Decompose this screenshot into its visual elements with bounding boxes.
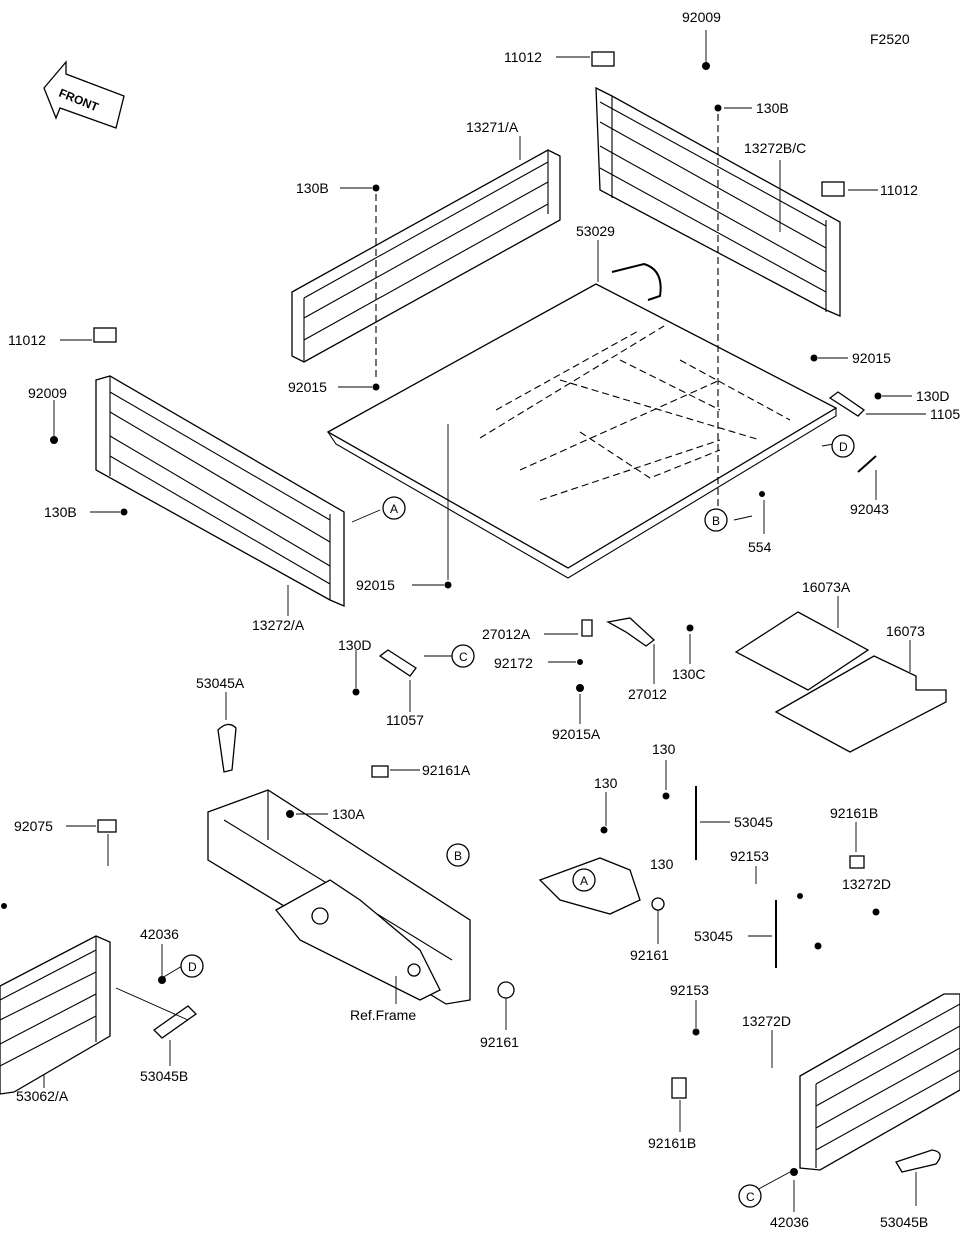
svg-text:A: A: [390, 502, 398, 516]
label-11057-left: 11057: [386, 712, 424, 728]
svg-text:D: D: [839, 440, 848, 454]
callout-a-frame: A: [572, 868, 596, 892]
callout-b-main: B: [704, 508, 728, 532]
label-130b-left: 130B: [296, 180, 329, 196]
hinge-11057-left: [378, 649, 417, 677]
label-130b-top: 130B: [756, 100, 789, 116]
label-130d-right: 130D: [916, 388, 949, 404]
label-130d-left: 130D: [338, 637, 371, 653]
latch-53045a: [217, 723, 237, 773]
label-92161b-low: 92161B: [648, 1135, 696, 1151]
svg-text:B: B: [454, 849, 462, 863]
side-panel-13271a: [291, 149, 561, 363]
bracket-27012: [606, 617, 656, 647]
label-13272-a: 13272/A: [252, 617, 305, 633]
label-13272d: 13272D: [742, 1013, 791, 1029]
label-ref-frame: Ref.Frame: [350, 1007, 416, 1023]
label-11012-right: 11012: [880, 182, 918, 198]
label-92015-right: 92015: [852, 350, 891, 366]
latch-53045b-left: [152, 1005, 198, 1039]
latch-53045b-right: [895, 1149, 941, 1173]
frame-ref: [207, 789, 641, 1005]
part-labels: 92009 11012 130B 13272B/C 11012 13271/A …: [8, 9, 960, 1230]
label-92015-mid: 92015: [288, 379, 327, 395]
label-53045-mid: 53045: [694, 928, 733, 944]
leader-lines-upper: [53, 30, 926, 1199]
label-130b-lower: 130B: [44, 504, 77, 520]
label-27012: 27012: [628, 686, 667, 702]
callout-d-main: D: [831, 434, 855, 458]
label-53045b-right: 53045B: [880, 1214, 928, 1230]
svg-text:D: D: [188, 960, 197, 974]
plug-92161-low: [497, 981, 515, 999]
label-92161b-top: 92161B: [830, 805, 878, 821]
hinge-11057-right: [828, 391, 866, 417]
front-arrow-icon: FRONT: [43, 60, 125, 129]
label-130-a: 130: [652, 741, 676, 757]
svg-text:C: C: [746, 1190, 755, 1204]
label-13271-a: 13271/A: [466, 119, 519, 135]
plug-92161b: [849, 855, 865, 869]
mat-16073a: [734, 611, 870, 691]
bed-floor-53029: [326, 262, 838, 579]
label-130-b: 130: [594, 775, 618, 791]
label-92172: 92172: [494, 655, 533, 671]
svg-text:A: A: [580, 874, 588, 888]
label-92161a: 92161A: [422, 762, 471, 778]
label-554: 554: [748, 539, 772, 555]
label-27012a: 27012A: [482, 626, 531, 642]
figure-code: F2520: [870, 31, 910, 47]
plug-92161a: [371, 765, 389, 778]
label-16073: 16073: [886, 623, 925, 639]
label-92153-top: 92153: [730, 848, 769, 864]
label-92009-left: 92009: [28, 385, 67, 401]
label-13272d-frag: 13272D: [842, 876, 891, 892]
label-42036-left: 42036: [140, 926, 179, 942]
callout-d-low: D: [180, 954, 204, 978]
gate-53062a: [0, 819, 117, 1095]
fasteners-upper: [50, 62, 882, 696]
label-92161-mid: 92161: [630, 947, 669, 963]
mat-16073: [774, 655, 947, 753]
label-11012-left: 11012: [8, 332, 46, 348]
label-53062-a: 53062/A: [16, 1088, 69, 1104]
label-53029: 53029: [576, 223, 615, 239]
pin-92043: [857, 455, 877, 473]
plug-92161-mid: [651, 897, 665, 911]
label-16073a: 16073A: [802, 579, 851, 595]
fasteners-lower: [1, 792, 880, 1176]
callout-a-main: A: [382, 496, 406, 520]
label-92153-low: 92153: [670, 982, 709, 998]
callout-c-main: C: [451, 644, 475, 668]
bracket-27012a: [581, 619, 593, 637]
label-92009-top: 92009: [682, 9, 721, 25]
label-42036-low: 42036: [770, 1214, 809, 1230]
label-92043: 92043: [850, 501, 889, 517]
label-92015-low: 92015: [356, 577, 395, 593]
label-53045-top: 53045: [734, 814, 773, 830]
label-130c: 130C: [672, 666, 705, 682]
label-11012-top: 11012: [504, 49, 542, 65]
label-53045a: 53045A: [196, 675, 245, 691]
label-130a: 130A: [332, 806, 365, 822]
gate-13272d: [671, 993, 960, 1171]
svg-text:C: C: [459, 650, 468, 664]
leader-lines-lower: [43, 692, 917, 1212]
callout-b-frame: B: [446, 843, 470, 867]
label-92015a: 92015A: [552, 726, 601, 742]
label-92161-low: 92161: [480, 1034, 519, 1050]
svg-text:B: B: [712, 514, 720, 528]
callout-c-low: C: [738, 1184, 762, 1208]
label-130-frag: 130: [650, 856, 674, 872]
label-92075: 92075: [14, 818, 53, 834]
label-13272b-c: 13272B/C: [744, 140, 806, 156]
label-11057-right: 11057: [930, 406, 960, 422]
label-53045b-left: 53045B: [140, 1068, 188, 1084]
side-gate-13272a: [93, 327, 345, 607]
